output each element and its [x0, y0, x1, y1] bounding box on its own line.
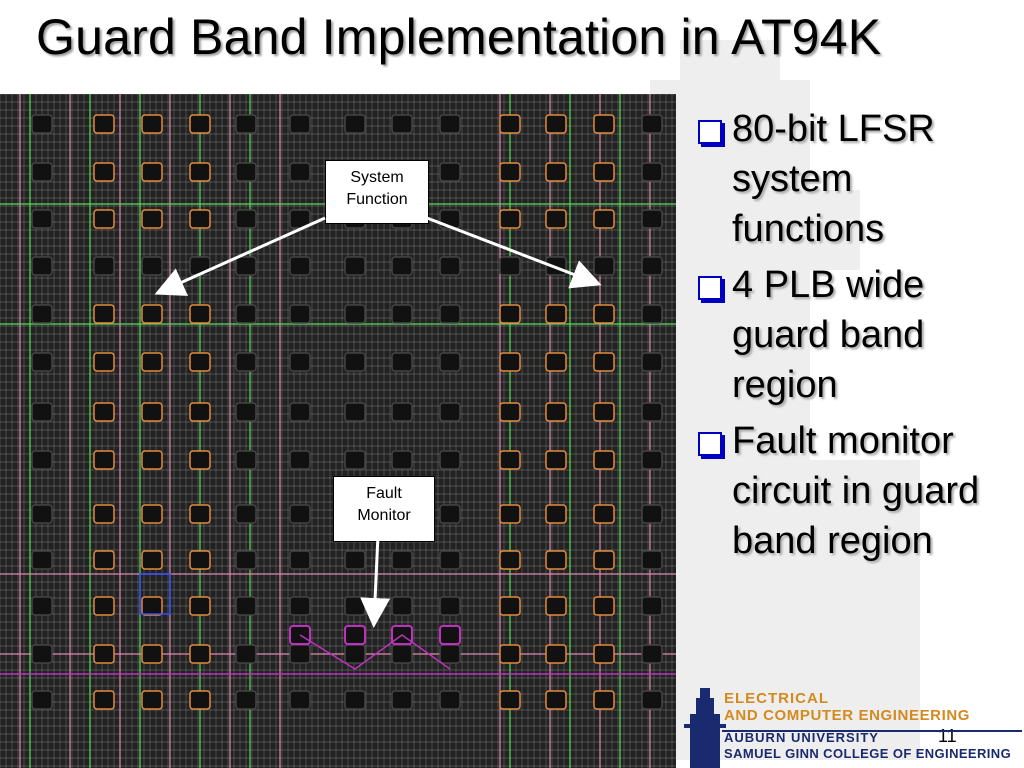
logo-electrical-text: ELECTRICAL: [724, 690, 829, 707]
logo-college-text: SAMUEL GINN COLLEGE OF ENGINEERING: [724, 746, 1012, 761]
checkbox-bullet-icon: [698, 432, 722, 456]
slide-title: Guard Band Implementation in AT94K: [36, 9, 882, 65]
bullet-item: Fault monitor circuit in guard band regi…: [698, 416, 1014, 566]
checkbox-bullet-icon: [698, 276, 722, 300]
bullet-text: 80-bit LFSR system functions: [732, 108, 935, 250]
system-function-callout: System Function: [325, 160, 429, 224]
fault-monitor-label: Fault Monitor: [357, 485, 411, 524]
fpga-layout-graphic: [0, 94, 676, 768]
bullet-list: 80-bit LFSR system functions 4 PLB wide …: [698, 104, 1014, 572]
auburn-tower-logo-icon: [684, 688, 1022, 768]
bullet-text: 4 PLB wide guard band region: [732, 264, 925, 406]
bullet-item: 80-bit LFSR system functions: [698, 104, 1014, 254]
logo-ece-text: AND COMPUTER ENGINEERING: [724, 707, 971, 724]
logo-university-text: AUBURN UNIVERSITY: [724, 730, 879, 745]
bullet-item: 4 PLB wide guard band region: [698, 260, 1014, 410]
checkbox-bullet-icon: [698, 120, 722, 144]
system-function-label: System Function: [346, 169, 408, 208]
fault-monitor-callout: Fault Monitor: [333, 476, 435, 542]
bullet-text: Fault monitor circuit in guard band regi…: [732, 420, 980, 562]
